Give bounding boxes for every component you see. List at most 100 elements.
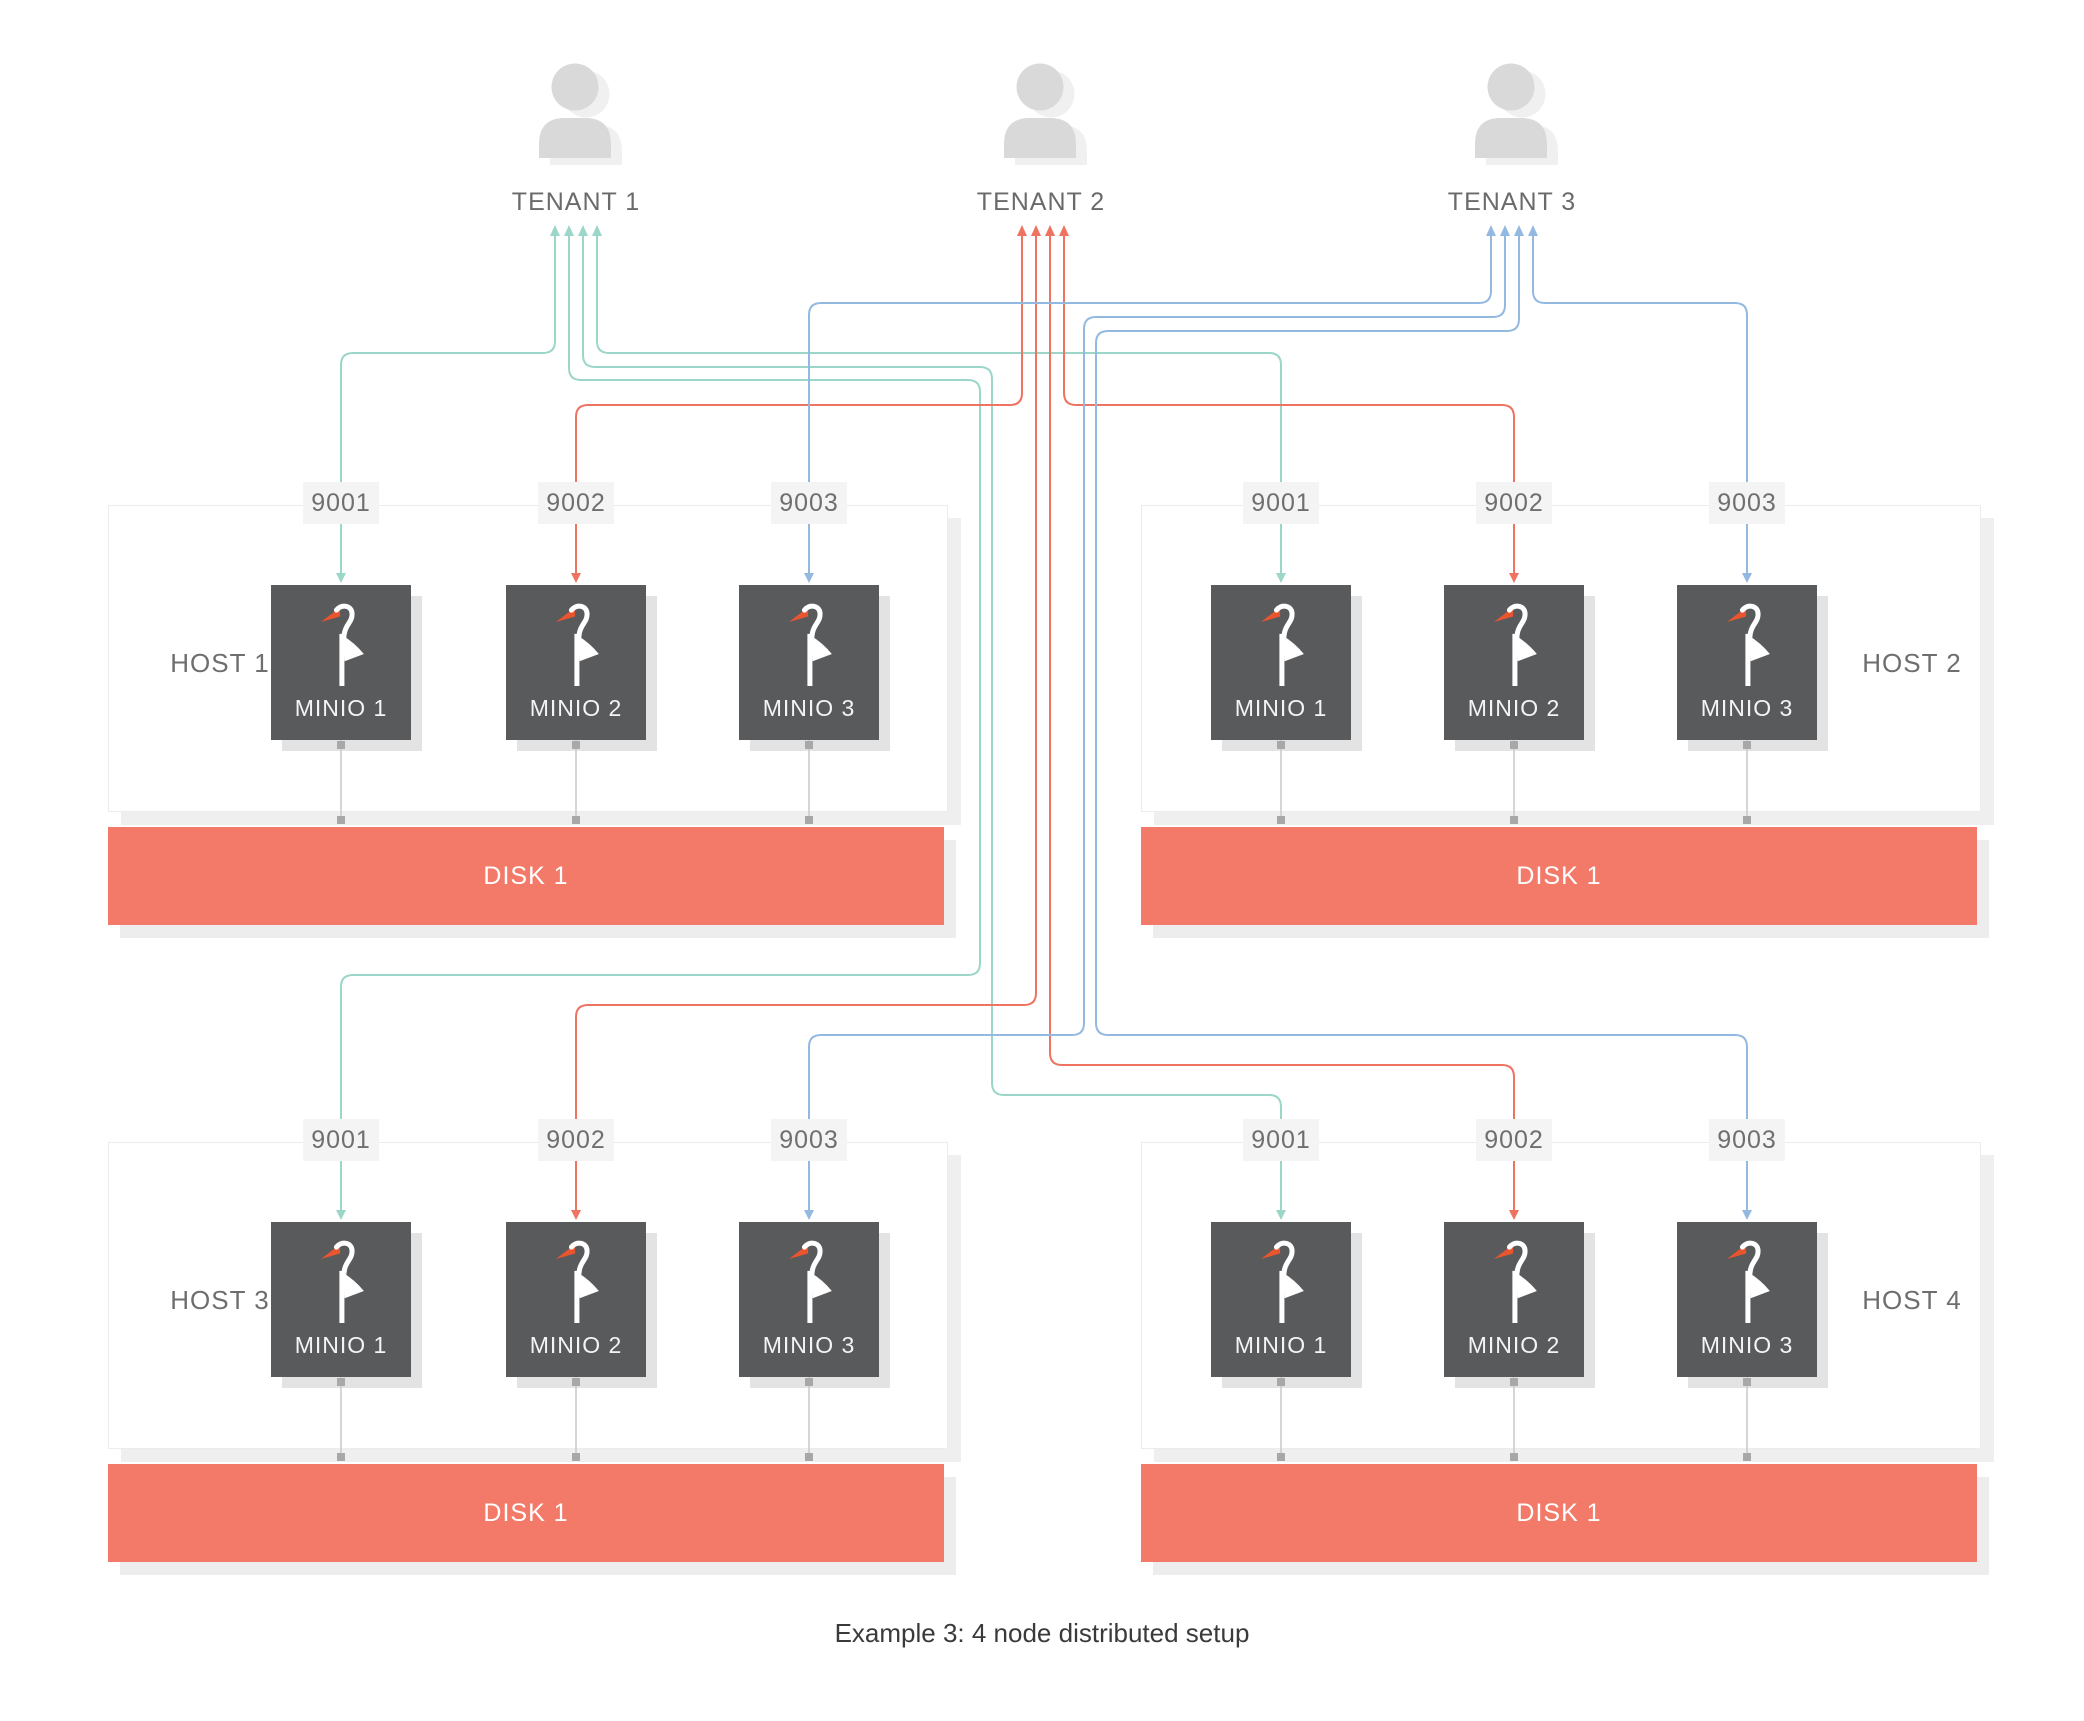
arrowhead-down	[804, 573, 814, 583]
minio-node-host2-2: MINIO 2	[1444, 585, 1584, 740]
line-tenant2-host2-9002	[1063, 234, 1515, 576]
disk-label: DISK 1	[1516, 861, 1602, 890]
minio-stork-icon	[1493, 1240, 1537, 1323]
line-tenant1-host2-9001	[596, 234, 1282, 576]
port-badge-host1-9001: 9001	[303, 482, 379, 524]
minio-stork-icon	[320, 603, 364, 686]
minio-stork-icon	[555, 1240, 599, 1323]
minio-node-host3-3: MINIO 3	[739, 1222, 879, 1377]
port-badge-host3-9001: 9001	[303, 1119, 379, 1161]
host-label-3: HOST 3	[170, 1285, 270, 1315]
host-label-1: HOST 1	[170, 648, 270, 678]
arrowhead-up	[1031, 225, 1041, 236]
arrowhead-up	[578, 225, 588, 236]
minio-stork-icon	[1260, 603, 1304, 686]
port-badge-host4-9001: 9001	[1243, 1119, 1319, 1161]
line-tenant3-host2-9003	[1532, 234, 1748, 576]
port-badge-host2-9001: 9001	[1243, 482, 1319, 524]
minio-node-label: MINIO 3	[1700, 695, 1794, 721]
person-icon	[520, 54, 632, 166]
arrowhead-up	[1500, 225, 1510, 236]
minio-stork-icon	[555, 603, 599, 686]
host-label-4: HOST 4	[1862, 1285, 1962, 1315]
port-badge-host4-9002: 9002	[1476, 1119, 1552, 1161]
disk-bar-host4: DISK 1	[1141, 1464, 1977, 1562]
arrowhead-down	[1742, 573, 1752, 583]
minio-node-host3-1: MINIO 1	[271, 1222, 411, 1377]
line-tenant2-host1-9002	[575, 234, 1023, 576]
minio-node-host1-1: MINIO 1	[271, 585, 411, 740]
minio-node-label: MINIO 2	[529, 1332, 623, 1358]
minio-stork-icon	[1260, 1240, 1304, 1323]
minio-node-host4-3: MINIO 3	[1677, 1222, 1817, 1377]
line-tenant2-host3-9002	[575, 234, 1037, 1213]
port-badge-host1-9002: 9002	[538, 482, 614, 524]
port-badge-host1-9003: 9003	[771, 482, 847, 524]
host-label-2: HOST 2	[1862, 648, 1962, 678]
minio-node-label: MINIO 1	[1234, 695, 1328, 721]
minio-node-label: MINIO 3	[1700, 1332, 1794, 1358]
line-tenant1-host4-9001	[582, 234, 1282, 1213]
arrowhead-down	[1509, 1210, 1519, 1220]
minio-node-label: MINIO 1	[294, 1332, 388, 1358]
arrowhead-up	[564, 225, 574, 236]
arrowhead-up	[1514, 225, 1524, 236]
line-tenant3-host1-9003	[808, 234, 1492, 576]
arrowhead-up	[1486, 225, 1496, 236]
minio-node-label: MINIO 3	[762, 1332, 856, 1358]
arrowhead-down	[336, 573, 346, 583]
minio-node-host1-2: MINIO 2	[506, 585, 646, 740]
arrowhead-up	[592, 225, 602, 236]
minio-node-label: MINIO 1	[294, 695, 388, 721]
minio-stork-icon	[1726, 603, 1770, 686]
arrowhead-down	[1509, 573, 1519, 583]
minio-node-label: MINIO 2	[1467, 1332, 1561, 1358]
minio-disk-connectors	[337, 740, 1751, 1461]
port-badge-host3-9002: 9002	[538, 1119, 614, 1161]
line-tenant3-host3-9003	[808, 234, 1506, 1213]
minio-stork-icon	[1493, 603, 1537, 686]
minio-node-label: MINIO 3	[762, 695, 856, 721]
arrowhead-up	[1017, 225, 1027, 236]
tenant-label: TENANT 1	[511, 188, 641, 216]
port-badge-host2-9003: 9003	[1709, 482, 1785, 524]
arrowhead-up	[1528, 225, 1538, 236]
minio-node-label: MINIO 1	[1234, 1332, 1328, 1358]
minio-node-host3-2: MINIO 2	[506, 1222, 646, 1377]
tenant-label: TENANT 3	[1447, 188, 1577, 216]
minio-node-host4-1: MINIO 1	[1211, 1222, 1351, 1377]
minio-node-host2-3: MINIO 3	[1677, 585, 1817, 740]
arrowhead-down	[1276, 573, 1286, 583]
minio-stork-icon	[788, 1240, 832, 1323]
disk-bar-host3: DISK 1	[108, 1464, 944, 1562]
arrowhead-up	[550, 225, 560, 236]
line-tenant3-host4-9003	[1095, 234, 1748, 1213]
line-tenant1-host1-9001	[340, 234, 556, 576]
arrowhead-up	[1045, 225, 1055, 236]
disk-label: DISK 1	[483, 1498, 569, 1527]
line-tenant2-host4-9002	[1049, 234, 1515, 1213]
port-badge-host3-9003: 9003	[771, 1119, 847, 1161]
disk-bar-host2: DISK 1	[1141, 827, 1977, 925]
disk-label: DISK 1	[1516, 1498, 1602, 1527]
person-icon	[985, 54, 1097, 166]
arrowhead-down	[336, 1210, 346, 1220]
minio-node-host1-3: MINIO 3	[739, 585, 879, 740]
minio-stork-icon	[320, 1240, 364, 1323]
arrowhead-down	[571, 573, 581, 583]
arrowhead-up	[1059, 225, 1069, 236]
tenant-label: TENANT 2	[976, 188, 1106, 216]
diagram-caption: Example 3: 4 node distributed setup	[834, 1618, 1250, 1648]
disk-label: DISK 1	[483, 861, 569, 890]
line-tenant1-host3-9001	[340, 234, 981, 1213]
port-badge-host2-9002: 9002	[1476, 482, 1552, 524]
minio-node-host4-2: MINIO 2	[1444, 1222, 1584, 1377]
person-icon	[1456, 54, 1568, 166]
minio-node-host2-1: MINIO 1	[1211, 585, 1351, 740]
arrowhead-down	[571, 1210, 581, 1220]
disk-bar-host1: DISK 1	[108, 827, 944, 925]
minio-stork-icon	[1726, 1240, 1770, 1323]
arrowhead-down	[804, 1210, 814, 1220]
